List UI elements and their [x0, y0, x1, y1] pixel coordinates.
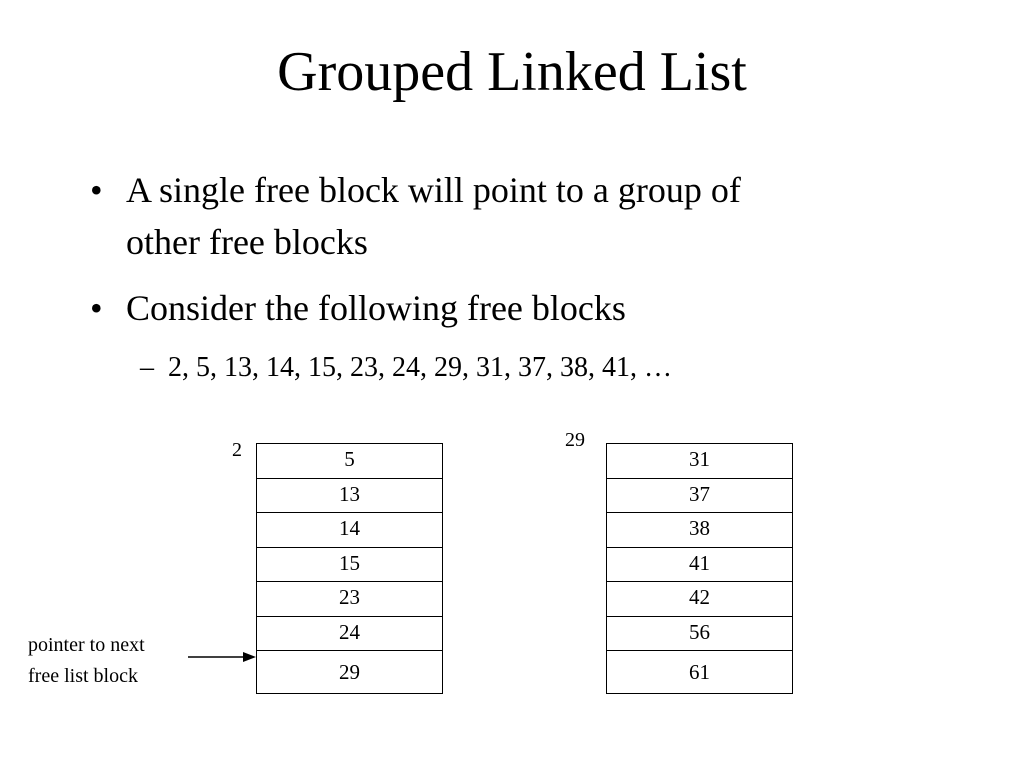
sub-bullet-block-list: –2, 5, 13, 14, 15, 23, 24, 29, 31, 37, 3… [140, 350, 672, 386]
arrow-right-icon [188, 652, 256, 662]
block-a-table: 5 13 14 15 23 24 29 [256, 443, 443, 694]
block-a-cell: 5 [257, 444, 442, 479]
pointer-annotation-label: pointer to next free list block [28, 634, 145, 687]
block-b-cell: 38 [607, 513, 792, 548]
bullet-dot: • [90, 288, 103, 328]
block-b-pointer-cell: 61 [689, 660, 710, 684]
bullet-text-line-1: A single free block will point to a grou… [126, 170, 741, 210]
block-b-table: 31 37 38 41 42 56 61 [606, 443, 793, 694]
block-a-label: 2 [232, 439, 242, 461]
block-a-cell: 24 [257, 617, 442, 651]
block-b-cell: 41 [607, 548, 792, 582]
block-b-label: 29 [565, 429, 585, 451]
block-b-cell: 31 [607, 444, 792, 479]
block-b-cell: 56 [607, 617, 792, 651]
bullet-text-line-2: other free blocks [126, 222, 368, 262]
bullet-dot: • [90, 170, 103, 210]
slide-title: Grouped Linked List [277, 41, 747, 103]
sub-bullet-dash: – [140, 352, 154, 383]
bullet-text: Consider the following free blocks [126, 288, 626, 328]
block-a-pointer-cell: 29 [339, 660, 360, 684]
block-b-cell: 37 [607, 479, 792, 513]
sub-bullet-text: 2, 5, 13, 14, 15, 23, 24, 29, 31, 37, 38… [168, 352, 672, 383]
block-a-cell: 13 [257, 479, 442, 513]
block-a-cell: 14 [257, 513, 442, 548]
block-a-cell: 15 [257, 548, 442, 582]
block-b-cell: 42 [607, 582, 792, 617]
block-a-cell: 23 [257, 582, 442, 617]
